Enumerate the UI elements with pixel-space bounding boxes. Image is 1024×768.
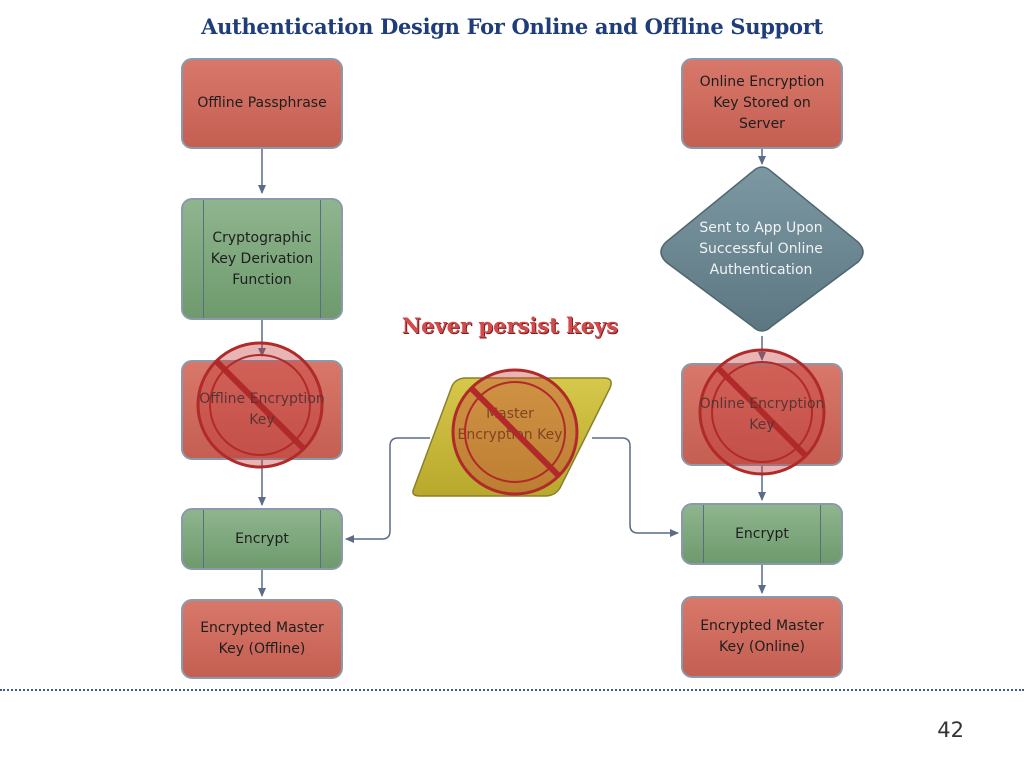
footer-divider <box>0 689 1024 691</box>
connector-master-to-offline-encrypt <box>345 437 430 543</box>
encrypted-master-key-offline-box: Encrypted Master Key (Offline) <box>181 599 343 679</box>
key-derivation-function-label: Cryptographic Key Derivation Function <box>210 229 314 288</box>
page-number: 42 <box>937 718 964 742</box>
key-derivation-function-box: Cryptographic Key Derivation Function <box>181 198 343 320</box>
predefined-process-bar-right <box>320 510 321 568</box>
predefined-process-bar-left <box>203 510 204 568</box>
offline-encrypt-box: Encrypt <box>181 508 343 570</box>
online-encrypt-box: Encrypt <box>681 503 843 565</box>
encrypted-master-key-online-box: Encrypted Master Key (Online) <box>681 596 843 678</box>
never-persist-keys-label: Never persist keys <box>401 313 619 338</box>
offline-passphrase-box: Offline Passphrase <box>181 58 343 149</box>
predefined-process-bar-left <box>703 505 704 563</box>
offline-encrypt-label: Encrypt <box>235 530 289 547</box>
online-key-server-label: Online Encryption Key Stored on Server <box>699 74 825 132</box>
online-encrypt-label: Encrypt <box>735 525 789 542</box>
decision-diamond-shape <box>660 166 864 332</box>
offline-encryption-key-box: Offline Encryption Key <box>181 360 343 460</box>
predefined-process-bar-right <box>320 200 321 318</box>
decision-label: Sent to App Upon Successful Online Authe… <box>699 220 823 278</box>
connector-master-to-online-encrypt <box>592 437 679 537</box>
predefined-process-bar-right <box>820 505 821 563</box>
slide-title: Authentication Design For Online and Off… <box>201 14 823 39</box>
online-encryption-key-box: Online Encryption Key <box>681 363 843 466</box>
encrypted-master-key-online-label: Encrypted Master Key (Online) <box>700 618 824 655</box>
offline-passphrase-label: Offline Passphrase <box>197 95 327 111</box>
predefined-process-bar-left <box>203 200 204 318</box>
offline-encryption-key-label: Offline Encryption Key <box>199 391 325 428</box>
online-key-server-box: Online Encryption Key Stored on Server <box>681 58 843 149</box>
online-encryption-key-label: Online Encryption Key <box>699 395 825 433</box>
encrypted-master-key-offline-label: Encrypted Master Key (Offline) <box>200 620 324 657</box>
master-key-label: Master Encryption Key <box>457 406 563 443</box>
